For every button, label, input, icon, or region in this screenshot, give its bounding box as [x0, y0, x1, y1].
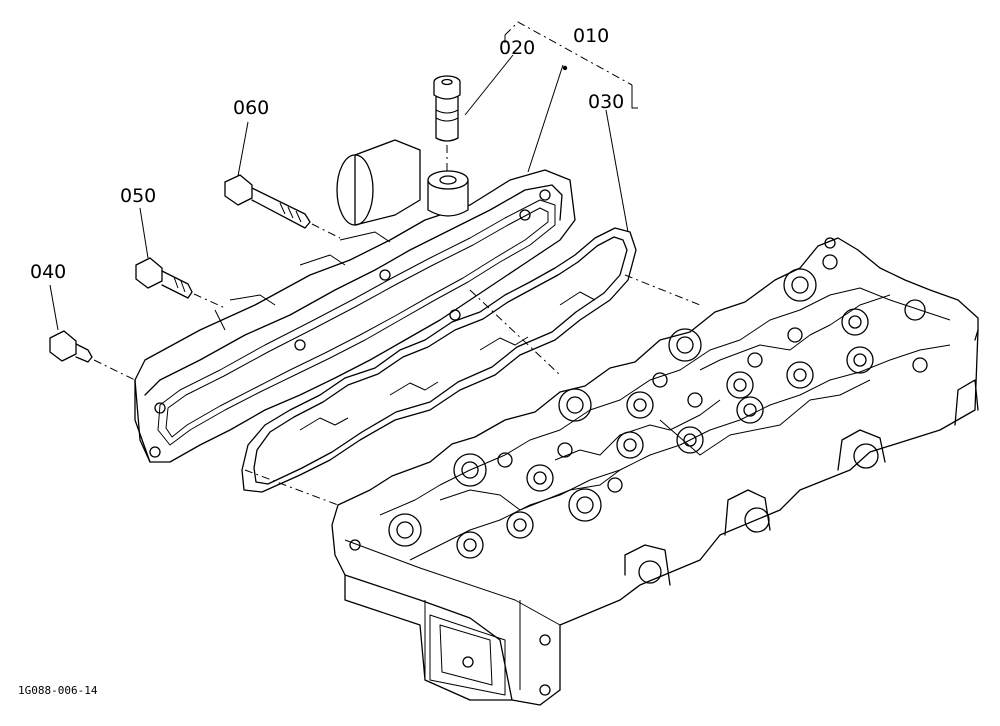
- bolt-icon-050: [135, 257, 226, 309]
- callout-040: 040: [30, 261, 66, 283]
- bolt-icon-040: [49, 330, 136, 381]
- cylinder-head-icon: [331, 237, 979, 706]
- callout-020: 020: [499, 37, 535, 59]
- callout-060: 060: [233, 97, 269, 119]
- callout-050: 050: [120, 185, 156, 207]
- breather-pipe-icon: [433, 75, 461, 172]
- bolt-icon-060: [224, 174, 341, 239]
- callout-030: 030: [588, 91, 624, 113]
- leader-lines: [49, 21, 701, 506]
- callout-010: 010: [573, 25, 609, 47]
- figure-code: 1G088-006-14: [18, 684, 98, 697]
- cylinder-head-cover-icon: [134, 139, 576, 463]
- gasket-icon: [241, 227, 637, 493]
